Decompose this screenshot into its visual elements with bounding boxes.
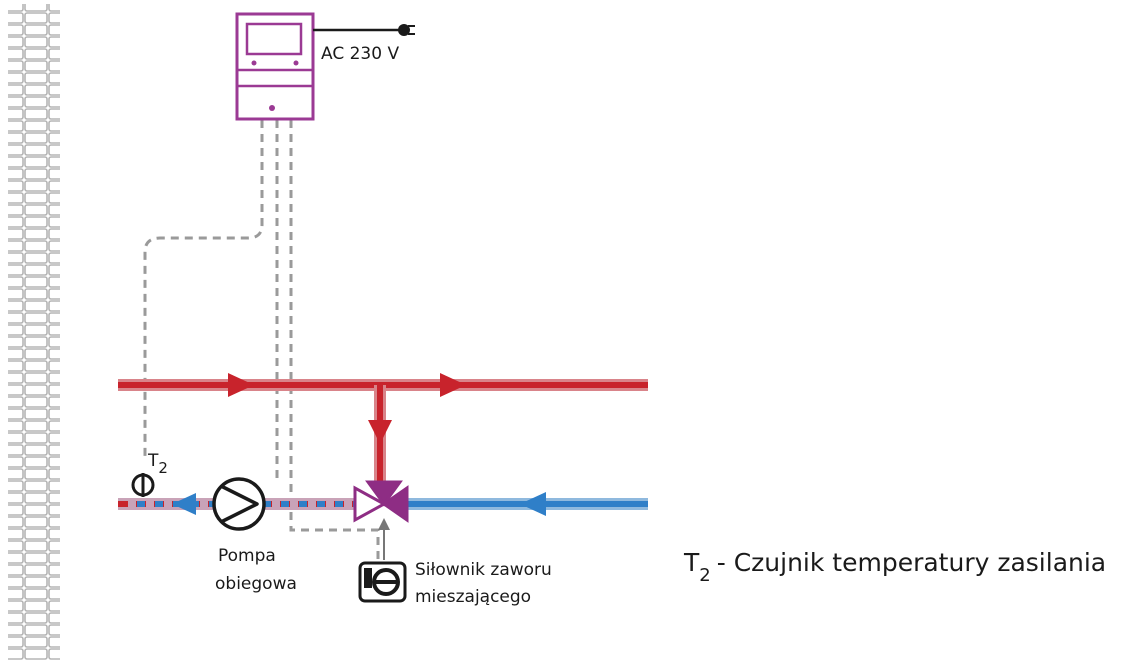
sensor-subscript: 2: [158, 459, 168, 477]
branch-arrow-down: [368, 420, 392, 444]
power-cable: [313, 24, 415, 36]
legend-symbol-subscript: 2: [699, 565, 710, 586]
mixing-valve-icon: [353, 480, 409, 523]
supply-flow-arrows: [228, 373, 466, 444]
actuator-wire: [289, 120, 380, 560]
sensor-wire: [143, 120, 264, 458]
supply-arrow-2: [440, 373, 466, 397]
mixed-flow-arrow: [172, 493, 196, 515]
pump-label-line1: Pompa: [218, 546, 276, 566]
svg-text:T2- Czujnik temperatury zasila: T2 - Czujnik temperatury zasilania: [683, 548, 1106, 586]
legend-text: - Czujnik temperatury zasilania: [717, 548, 1106, 577]
svg-text:T2: T2: [147, 451, 168, 477]
legend-symbol: T: [683, 548, 700, 577]
actuator-label-line2: mieszającego: [415, 587, 531, 607]
temperature-sensor-icon: [131, 473, 155, 497]
controller-icon: [235, 12, 315, 121]
circulation-pump-icon: [212, 477, 266, 531]
return-arrow: [520, 492, 546, 516]
actuator-link-arrow: [378, 518, 390, 560]
supply-arrow-1: [228, 373, 254, 397]
pump-label-line2: obiegowa: [215, 574, 297, 594]
brick-wall: [8, 4, 60, 660]
sensor-label: T: [147, 451, 159, 471]
valve-actuator-icon: [358, 561, 407, 603]
actuator-label-line1: Siłownik zaworu: [415, 560, 552, 580]
power-label: AC 230 V: [321, 44, 399, 64]
control-wiring: [143, 120, 380, 560]
